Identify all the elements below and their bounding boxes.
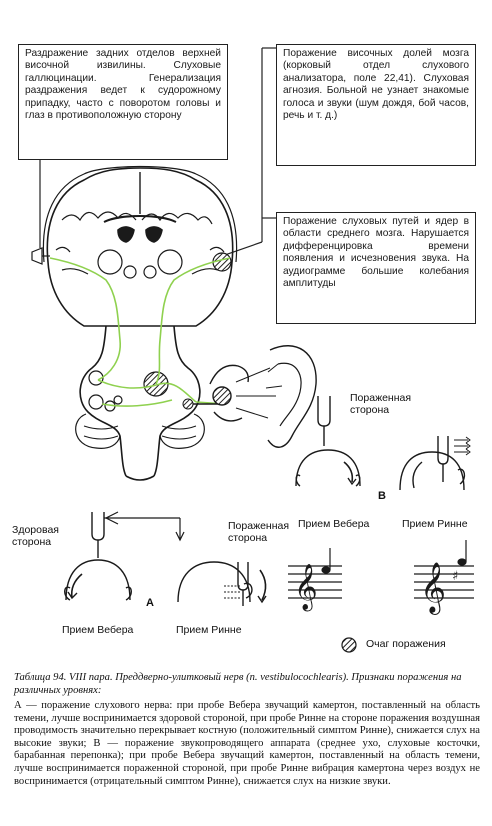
figure-caption-title: Таблица 94. VIII пара. Преддверно-улитко… [14, 672, 480, 697]
weber-right-label: Прием Вебера [298, 518, 370, 530]
weber-left-test [64, 511, 180, 601]
figure-caption-body: А — поражение слухового нерва: при пробе… [14, 700, 480, 788]
rinne-left-label: Прием Ринне [176, 624, 242, 636]
auditory-pathway [49, 257, 231, 407]
cortex-irritation-marker [31, 247, 50, 265]
svg-text:𝄞: 𝄞 [420, 562, 446, 615]
lesion-legend-marker [341, 637, 357, 653]
weber-right-test [295, 396, 361, 487]
midbrain-lesion-text: Поражение слуховых путей и ядер в област… [283, 216, 469, 290]
temporal-lobe-lesion-box: Поражение височных долей мозга (корковый… [276, 44, 476, 166]
affected-side-label-right: Пораженная сторона [350, 392, 412, 416]
svg-text:♯: ♯ [452, 569, 458, 584]
section-b-letter: В [378, 490, 386, 502]
brain-coronal-section [46, 167, 234, 327]
brainstem [75, 325, 205, 481]
cortex-irritation-text: Раздражение задних отделов верхней височ… [25, 48, 221, 122]
cortex-irritation-box: Раздражение задних отделов верхней височ… [18, 44, 228, 160]
midbrain-lesion-box: Поражение слуховых путей и ядер в област… [276, 212, 476, 324]
rinne-left-test [175, 518, 267, 606]
lesion-legend-label: Очаг поражения [366, 638, 446, 650]
weber-left-label: Прием Вебера [62, 624, 134, 636]
healthy-side-label: Здоровая сторона [12, 524, 59, 548]
affected-side-label-left: Пораженная сторона [228, 520, 290, 544]
skull-outline [42, 165, 238, 263]
staff-treble-right: 𝄞 ♯ [414, 540, 474, 615]
leader-lines [39, 47, 276, 257]
temporal-lobe-lesion-text: Поражение височных долей мозга (корковый… [283, 48, 469, 122]
rinne-right-test [399, 436, 471, 491]
caption-body-text: А — поражение слухового нерва: при пробе… [14, 700, 480, 787]
caption-title-text: Таблица 94. VIII пара. Преддверно-улитко… [14, 672, 462, 696]
rinne-right-label: Прием Ринне [402, 518, 468, 530]
staff-treble-left: 𝄞 [288, 548, 342, 612]
section-a-letter: А [146, 597, 154, 609]
ear-anatomy [209, 345, 317, 448]
svg-text:𝄞: 𝄞 [294, 564, 318, 612]
